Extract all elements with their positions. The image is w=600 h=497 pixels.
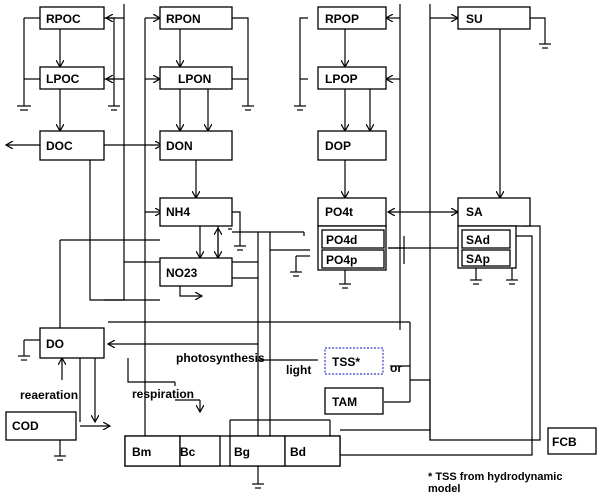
svg-text:NH4: NH4: [166, 205, 190, 219]
svg-text:LPOC: LPOC: [46, 72, 80, 86]
svg-text:SAd: SAd: [466, 233, 490, 247]
svg-text:TAM: TAM: [332, 395, 357, 409]
box-su: SU: [457, 6, 531, 30]
state-boxes: RPOC RPON RPOP SU LPOC LPON LPOP DOC DON…: [5, 6, 597, 467]
svg-text:Bd: Bd: [290, 445, 306, 459]
box-lpop: LPOP: [317, 66, 387, 90]
box-lpoc: LPOC: [39, 66, 105, 90]
box-rpop: RPOP: [317, 6, 387, 30]
svg-text:Bc: Bc: [180, 445, 196, 459]
footnote-line1: * TSS from hydrodynamic: [428, 471, 562, 483]
svg-text:DON: DON: [166, 139, 193, 153]
box-bd: Bd: [284, 435, 341, 467]
box-sa: SA: [457, 197, 531, 227]
svg-text:DO: DO: [46, 337, 64, 351]
light-label: light: [286, 363, 311, 377]
box-tss: TSS*: [324, 347, 384, 375]
box-no23: NO23: [159, 257, 233, 287]
box-do: DO: [39, 327, 105, 359]
svg-text:NO23: NO23: [166, 266, 198, 280]
box-po4d: PO4d: [321, 229, 385, 249]
box-bg: Bg: [229, 435, 286, 467]
svg-text:COD: COD: [12, 419, 39, 433]
svg-text:LPOP: LPOP: [325, 72, 358, 86]
svg-text:RPOP: RPOP: [325, 12, 359, 26]
svg-text:DOP: DOP: [325, 139, 351, 153]
box-tam: TAM: [324, 387, 384, 415]
svg-text:SAp: SAp: [466, 252, 490, 266]
box-bm: Bm: [124, 435, 181, 467]
svg-text:TSS*: TSS*: [332, 355, 360, 369]
box-cod: COD: [5, 411, 77, 441]
svg-text:RPOC: RPOC: [46, 12, 81, 26]
svg-text:PO4t: PO4t: [325, 205, 353, 219]
box-po4t: PO4t: [317, 197, 387, 227]
flow-lines: [6, 4, 551, 489]
box-fcb: FCB: [547, 427, 597, 455]
box-rpoc: RPOC: [39, 6, 105, 30]
photosynthesis-label: photosynthesis: [176, 351, 265, 365]
box-bc: Bc: [179, 435, 221, 467]
box-doc: DOC: [39, 130, 105, 161]
svg-text:SA: SA: [466, 205, 483, 219]
box-don: DON: [159, 130, 233, 161]
svg-text:Bm: Bm: [132, 445, 151, 459]
box-rpon: RPON: [159, 6, 233, 30]
svg-text:DOC: DOC: [46, 139, 73, 153]
svg-text:LPON: LPON: [178, 72, 211, 86]
or-label: or: [390, 361, 402, 375]
flow-labels: photosynthesis light or reaeration respi…: [20, 351, 562, 495]
svg-text:SU: SU: [466, 12, 483, 26]
svg-text:RPON: RPON: [166, 12, 201, 26]
respiration-label: respiration: [132, 387, 194, 401]
box-lpon: LPON: [159, 66, 233, 90]
box-sap: SAp: [461, 249, 511, 267]
box-po4p: PO4p: [321, 249, 385, 269]
svg-text:FCB: FCB: [552, 435, 577, 449]
reaeration-label: reaeration: [20, 388, 78, 402]
box-nh4: NH4: [159, 197, 233, 227]
svg-text:PO4p: PO4p: [326, 253, 357, 267]
svg-text:Bg: Bg: [234, 445, 250, 459]
footnote-line2: model: [428, 483, 460, 495]
box-sad: SAd: [461, 229, 511, 249]
box-dop: DOP: [317, 130, 387, 161]
svg-text:PO4d: PO4d: [326, 233, 357, 247]
